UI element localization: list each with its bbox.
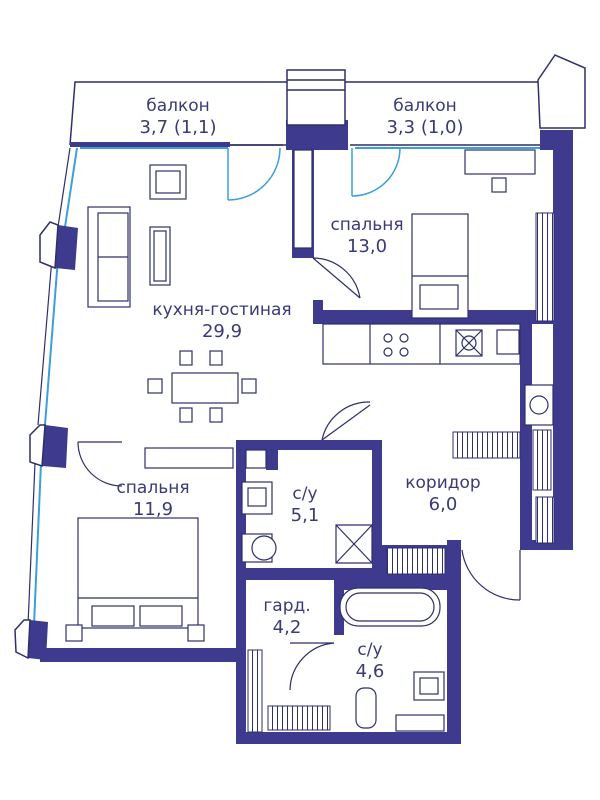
room-name: балкон bbox=[393, 96, 457, 116]
room-name: спальня bbox=[330, 215, 404, 235]
room-label-bedroom-upper: спальня 13,0 bbox=[330, 215, 403, 257]
room-area: 29,9 bbox=[201, 321, 243, 342]
room-label-corridor: коридор 6,0 bbox=[405, 473, 480, 515]
room-area: 3,3 (1,0) bbox=[386, 117, 464, 138]
room-name: балкон bbox=[146, 96, 210, 116]
facade-blocks bbox=[14, 54, 586, 660]
room-name: с/у bbox=[292, 484, 318, 504]
interior-doors bbox=[77, 257, 521, 691]
room-label-balcony-left: балкон 3,7 (1,1) bbox=[139, 96, 216, 138]
room-area: 5,1 bbox=[290, 505, 320, 526]
room-label-bathroom-upper: с/у 5,1 bbox=[291, 484, 320, 526]
room-label-balcony-right: балкон 3,3 (1,0) bbox=[386, 96, 463, 138]
room-name: коридор bbox=[405, 473, 481, 493]
room-area: 4,2 bbox=[272, 617, 302, 638]
doors bbox=[227, 147, 401, 201]
room-name: спальня bbox=[116, 478, 190, 498]
hatched-areas bbox=[247, 212, 555, 733]
room-area: 13,0 bbox=[346, 236, 388, 257]
room-area: 4,6 bbox=[355, 661, 385, 682]
room-name: с/у bbox=[357, 640, 383, 660]
room-label-kitchen-living: кухня-гостиная 29,9 bbox=[152, 300, 291, 342]
room-area: 6,0 bbox=[428, 494, 458, 515]
room-label-bedroom-lower: спальня 11,9 bbox=[116, 478, 189, 520]
room-name: кухня-гостиная bbox=[152, 300, 292, 320]
room-label-bathroom-lower: с/у 4,6 bbox=[356, 640, 385, 682]
room-name: гард. bbox=[263, 596, 311, 616]
room-label-wardrobe: гард. 4,2 bbox=[263, 596, 310, 638]
room-area: 11,9 bbox=[132, 499, 174, 520]
room-area: 3,7 (1,1) bbox=[139, 117, 217, 138]
furniture bbox=[65, 149, 554, 732]
glazing bbox=[33, 147, 540, 626]
